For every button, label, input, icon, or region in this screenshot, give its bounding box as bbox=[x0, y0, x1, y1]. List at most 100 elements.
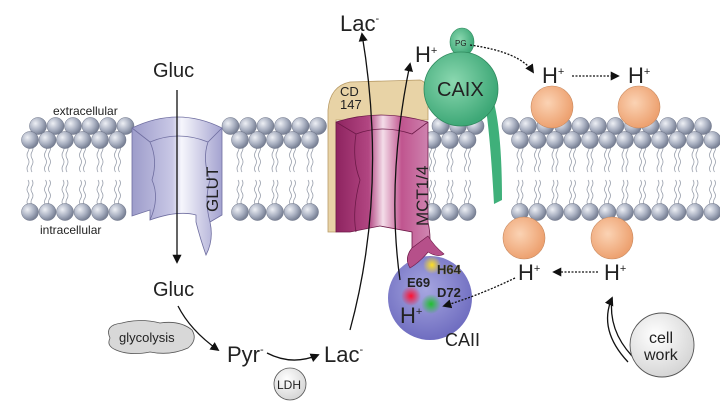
lipid-tail bbox=[464, 179, 467, 206]
lipid-tail bbox=[306, 179, 310, 206]
lipid-tail bbox=[293, 144, 296, 173]
lipid-head bbox=[221, 117, 240, 135]
lipid-tail bbox=[48, 144, 51, 173]
lipid-tail bbox=[674, 179, 677, 206]
lipid-tail bbox=[240, 179, 244, 206]
lipid-head bbox=[266, 203, 284, 221]
h-int1-label: H+ bbox=[518, 260, 540, 285]
lipid-tail bbox=[713, 179, 716, 206]
lipid-head bbox=[458, 203, 477, 221]
lipid-head bbox=[274, 117, 292, 135]
lipid-tail bbox=[79, 179, 82, 206]
lac-export-arrow bbox=[349, 32, 374, 331]
lipid-head bbox=[38, 131, 57, 149]
lipid-head bbox=[248, 131, 267, 149]
lipid-tail bbox=[569, 144, 572, 173]
pyr-label: Pyr- bbox=[227, 342, 264, 367]
gluc-out-label: Gluc bbox=[153, 60, 194, 82]
lipid-tail bbox=[656, 144, 660, 173]
lipid-tail bbox=[118, 144, 121, 173]
lipid-head bbox=[501, 117, 520, 135]
lipid-head bbox=[99, 117, 117, 135]
glut-label: GLUT bbox=[203, 167, 222, 212]
lipid-tail bbox=[586, 179, 590, 206]
caii-enzyme: H64 E69 D72 H+ CAII bbox=[388, 235, 480, 350]
lipid-tail bbox=[604, 179, 607, 206]
cd147-label-line2: 147 bbox=[340, 97, 362, 112]
lipid-tail bbox=[643, 144, 646, 173]
cd147-label-line1: CD bbox=[340, 84, 359, 99]
lipid-head bbox=[441, 131, 459, 149]
lipid-tail bbox=[258, 179, 261, 206]
lipid-tail bbox=[236, 179, 240, 206]
lipid-head bbox=[633, 203, 652, 221]
lipid-tail bbox=[695, 179, 699, 206]
lipid-tail bbox=[551, 179, 555, 206]
lipid-head bbox=[581, 203, 599, 221]
lipid-head bbox=[91, 203, 109, 221]
lipid-head bbox=[283, 203, 302, 221]
lipid-tail bbox=[625, 144, 629, 173]
lipid-tail bbox=[240, 144, 244, 173]
lipid-tail bbox=[44, 144, 47, 173]
lipid-tail bbox=[48, 179, 51, 206]
pg-proton-arrow bbox=[469, 44, 534, 74]
lipid-tail bbox=[695, 144, 699, 173]
lipid-tail bbox=[310, 179, 314, 206]
lipid-tail bbox=[639, 179, 642, 206]
lipid-tail bbox=[450, 144, 454, 173]
arrows bbox=[172, 32, 633, 363]
lipid-head bbox=[309, 117, 327, 135]
lipid-head bbox=[21, 131, 39, 149]
lipid-head bbox=[589, 117, 607, 135]
caii-proton-arrow bbox=[442, 277, 516, 309]
lipid-tail bbox=[65, 144, 69, 173]
lipid-head bbox=[528, 203, 547, 221]
intracellular-label: intracellular bbox=[40, 223, 101, 237]
lipid-head bbox=[686, 131, 704, 149]
lipid-tail bbox=[569, 179, 572, 206]
lipid-tail bbox=[114, 179, 117, 206]
lipid-tail bbox=[26, 144, 30, 173]
lipid-head bbox=[703, 131, 720, 149]
lipid-tail bbox=[639, 144, 642, 173]
lipid-tail bbox=[61, 144, 65, 173]
lipid-tail bbox=[625, 179, 629, 206]
gluc-in-label: Gluc bbox=[153, 279, 194, 301]
mct-label: MCT1/4 bbox=[413, 166, 432, 226]
caii-h-label: H+ bbox=[400, 303, 422, 328]
lipid-tail bbox=[520, 179, 524, 206]
ldh-bubble: LDH bbox=[273, 367, 307, 401]
lipid-tail bbox=[118, 179, 121, 206]
lipid-head bbox=[301, 203, 319, 221]
caix-label: CAIX bbox=[437, 79, 484, 101]
lipid-head bbox=[528, 131, 547, 149]
lipid-tail bbox=[709, 179, 712, 206]
caix-protein: PG CAIX bbox=[423, 27, 502, 204]
lipid-head bbox=[616, 131, 634, 149]
lipid-head bbox=[116, 117, 135, 135]
extracellular-label: extracellular bbox=[53, 104, 118, 118]
lipid-head bbox=[21, 203, 39, 221]
lipid-head bbox=[659, 117, 677, 135]
lipid-tail bbox=[293, 179, 296, 206]
lipid-tail bbox=[468, 144, 471, 173]
lipid-head bbox=[563, 131, 582, 149]
glycolysis-bubble: glycolysis bbox=[108, 320, 195, 354]
lipid-tail bbox=[114, 144, 117, 173]
lipid-head bbox=[38, 203, 57, 221]
lipid-tail bbox=[61, 179, 65, 206]
glycolysis-label: glycolysis bbox=[119, 330, 175, 345]
lipid-head bbox=[458, 131, 477, 149]
lipid-tail bbox=[538, 144, 541, 173]
lipid-tail bbox=[30, 144, 34, 173]
lipid-head bbox=[239, 117, 257, 135]
lipid-tail bbox=[660, 144, 664, 173]
pg-label: PG bbox=[455, 39, 467, 48]
lipid-tail bbox=[100, 179, 104, 206]
lipid-head bbox=[64, 117, 82, 135]
lipid-head bbox=[441, 203, 459, 221]
lipid-tail bbox=[590, 179, 594, 206]
lipid-tail bbox=[586, 144, 590, 173]
lipid-tail bbox=[289, 144, 292, 173]
